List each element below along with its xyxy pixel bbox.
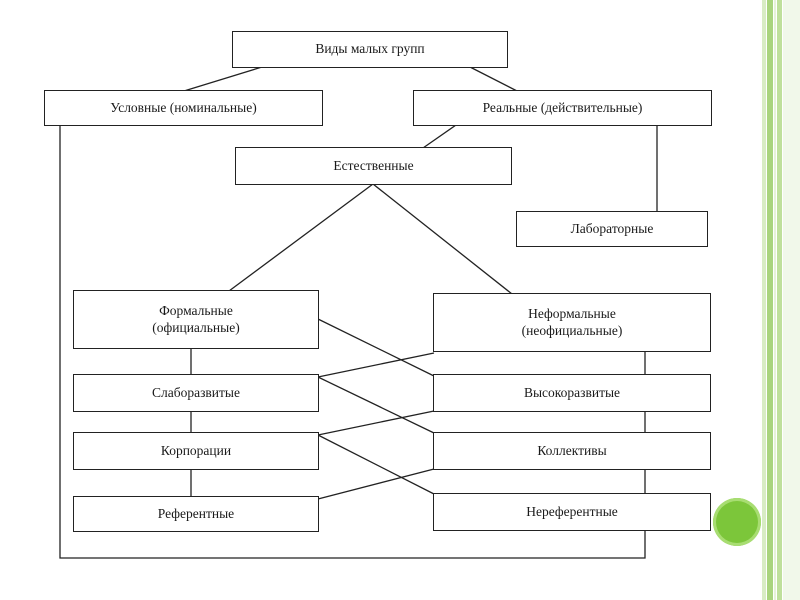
edge-slaborazvitye-kollektivy [317,376,435,434]
decor-stripe [767,0,773,600]
node-neformalnye: Неформальные (неофициальные) [433,293,711,352]
node-uslovnye: Условные (номинальные) [44,90,323,126]
edge-root-realnye [469,66,518,92]
edge-uslovnye-frame [59,125,646,559]
edge-neformalnye-slaborazvitye [317,352,435,378]
node-vysokorazvitye: Высокоразвитые [433,374,711,412]
node-laboratornye: Лабораторные [516,211,708,247]
decor-stripe [774,0,776,600]
node-slaborazvitye: Слаборазвитые [73,374,319,412]
node-formalnye: Формальные (официальные) [73,290,319,349]
decor-stripe [783,0,800,600]
node-nereferentnye: Нереферентные [433,493,711,531]
edge-kollektivy-referentnye [317,468,435,500]
node-kollektivy: Коллективы [433,432,711,470]
node-korporatsii: Корпорации [73,432,319,470]
green-circle-icon [713,498,761,546]
node-realnye: Реальные (действительные) [413,90,712,126]
node-referentnye: Референтные [73,496,319,532]
decor-stripe [762,0,766,600]
edge-realnye-estestvennye [422,124,457,149]
edge-formalnye-vysokorazvitye [317,318,435,377]
node-estestvennye: Естественные [235,147,512,185]
edge-korporatsii-nereferentnye [317,434,435,495]
decor-stripe [777,0,782,600]
node-root: Виды малых групп [232,31,508,68]
edge-estestvennye-neformalnye [372,183,513,295]
edge-estestvennye-formalnye [228,183,374,292]
edge-vysokorazvitye-korporatsii [317,410,435,436]
edge-root-uslovnye [183,66,263,92]
